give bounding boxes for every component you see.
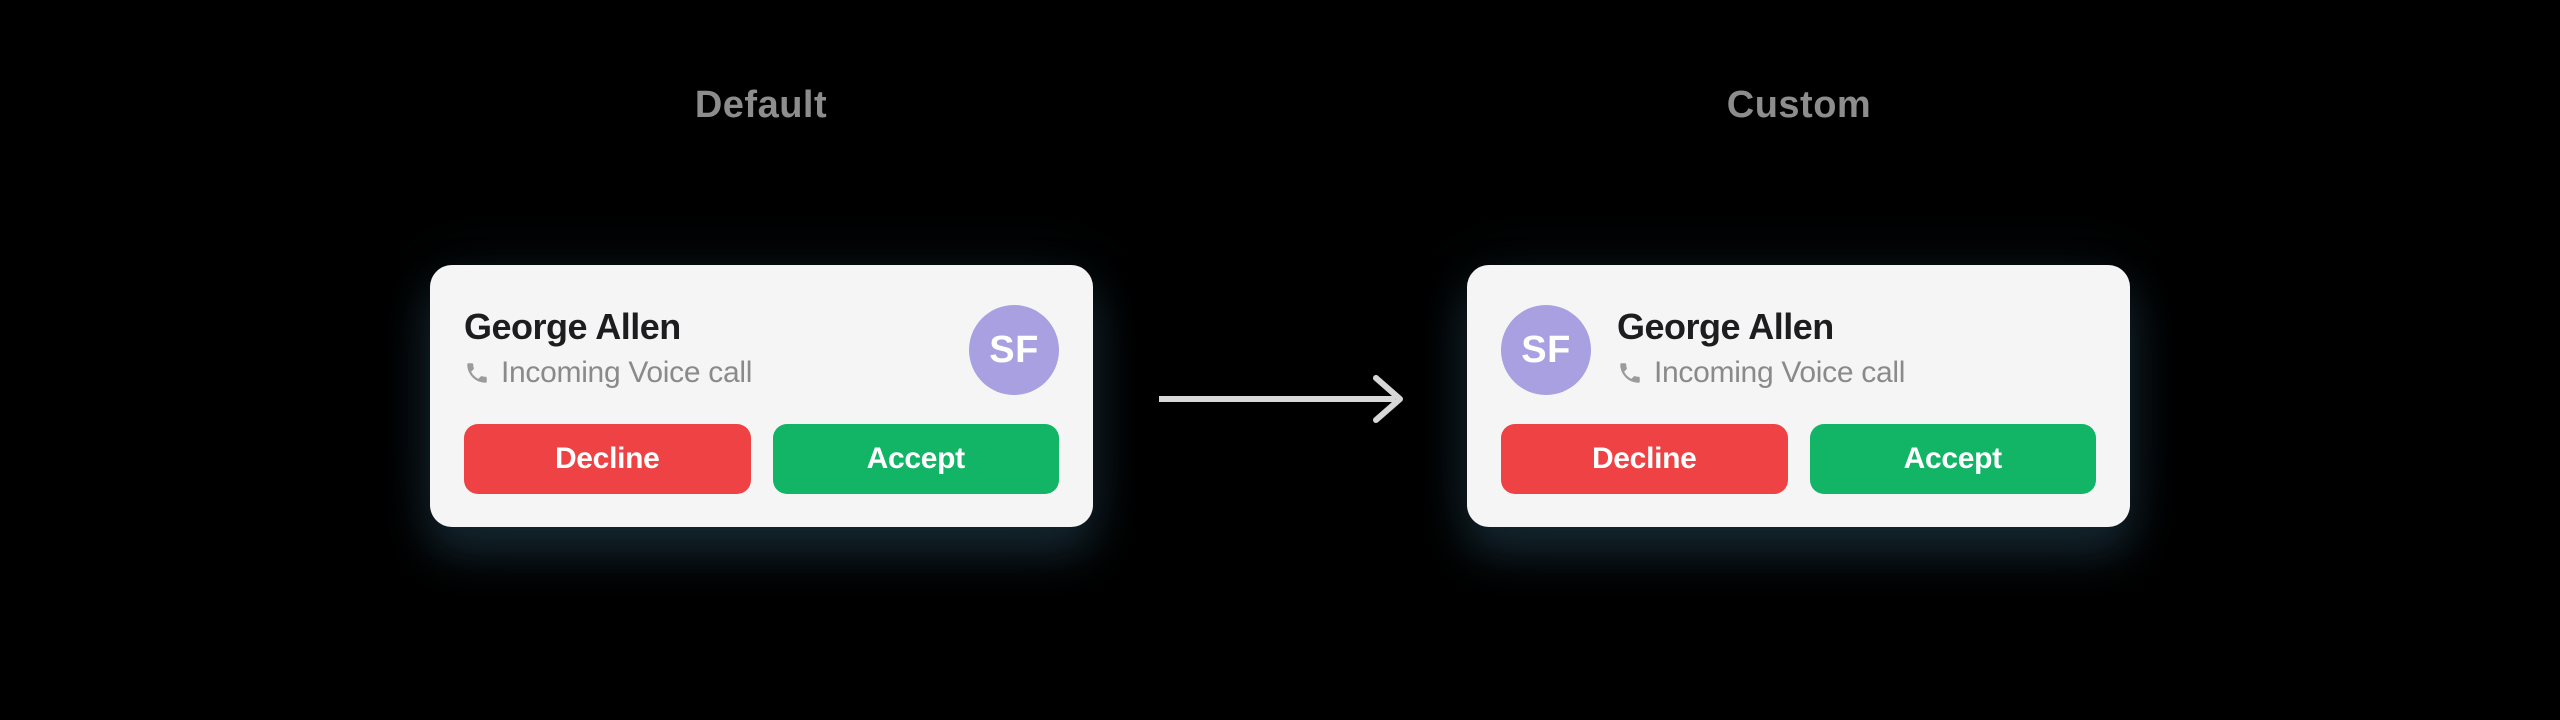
call-type-label: Incoming Voice call <box>501 356 753 389</box>
avatar: SF <box>969 305 1059 395</box>
caller-info: George Allen Incoming Voice call <box>1617 305 1905 393</box>
accept-button[interactable]: Accept <box>1809 424 2096 494</box>
call-type-row: Incoming Voice call <box>1617 353 1905 393</box>
avatar-initials: SF <box>1521 328 1571 371</box>
caller-name: George Allen <box>1617 306 1834 347</box>
decline-button[interactable]: Decline <box>464 424 751 494</box>
call-card-header: George Allen Incoming Voice call SF <box>464 305 1059 395</box>
avatar: SF <box>1501 305 1591 395</box>
call-actions: Decline Accept <box>1501 424 2096 494</box>
call-type-row: Incoming Voice call <box>464 353 752 393</box>
accept-button[interactable]: Accept <box>772 424 1059 494</box>
section-label-custom: Custom <box>1726 84 1872 126</box>
phone-icon <box>467 363 487 383</box>
arrow-right-icon <box>1159 375 1403 423</box>
call-card-header: SF George Allen Incoming Voice call <box>1501 305 2096 395</box>
avatar-initials: SF <box>989 328 1039 371</box>
section-label-default: Default <box>694 84 828 126</box>
decline-button[interactable]: Decline <box>1501 424 1788 494</box>
incoming-call-card-custom: SF George Allen Incoming Voice call Decl… <box>1467 265 2130 527</box>
call-actions: Decline Accept <box>464 424 1059 494</box>
phone-icon <box>1620 363 1640 383</box>
call-type-label: Incoming Voice call <box>1654 356 1906 389</box>
caller-name: George Allen <box>464 306 681 347</box>
caller-info: George Allen Incoming Voice call <box>464 305 752 393</box>
incoming-call-card-default: George Allen Incoming Voice call SF Decl… <box>430 265 1093 527</box>
